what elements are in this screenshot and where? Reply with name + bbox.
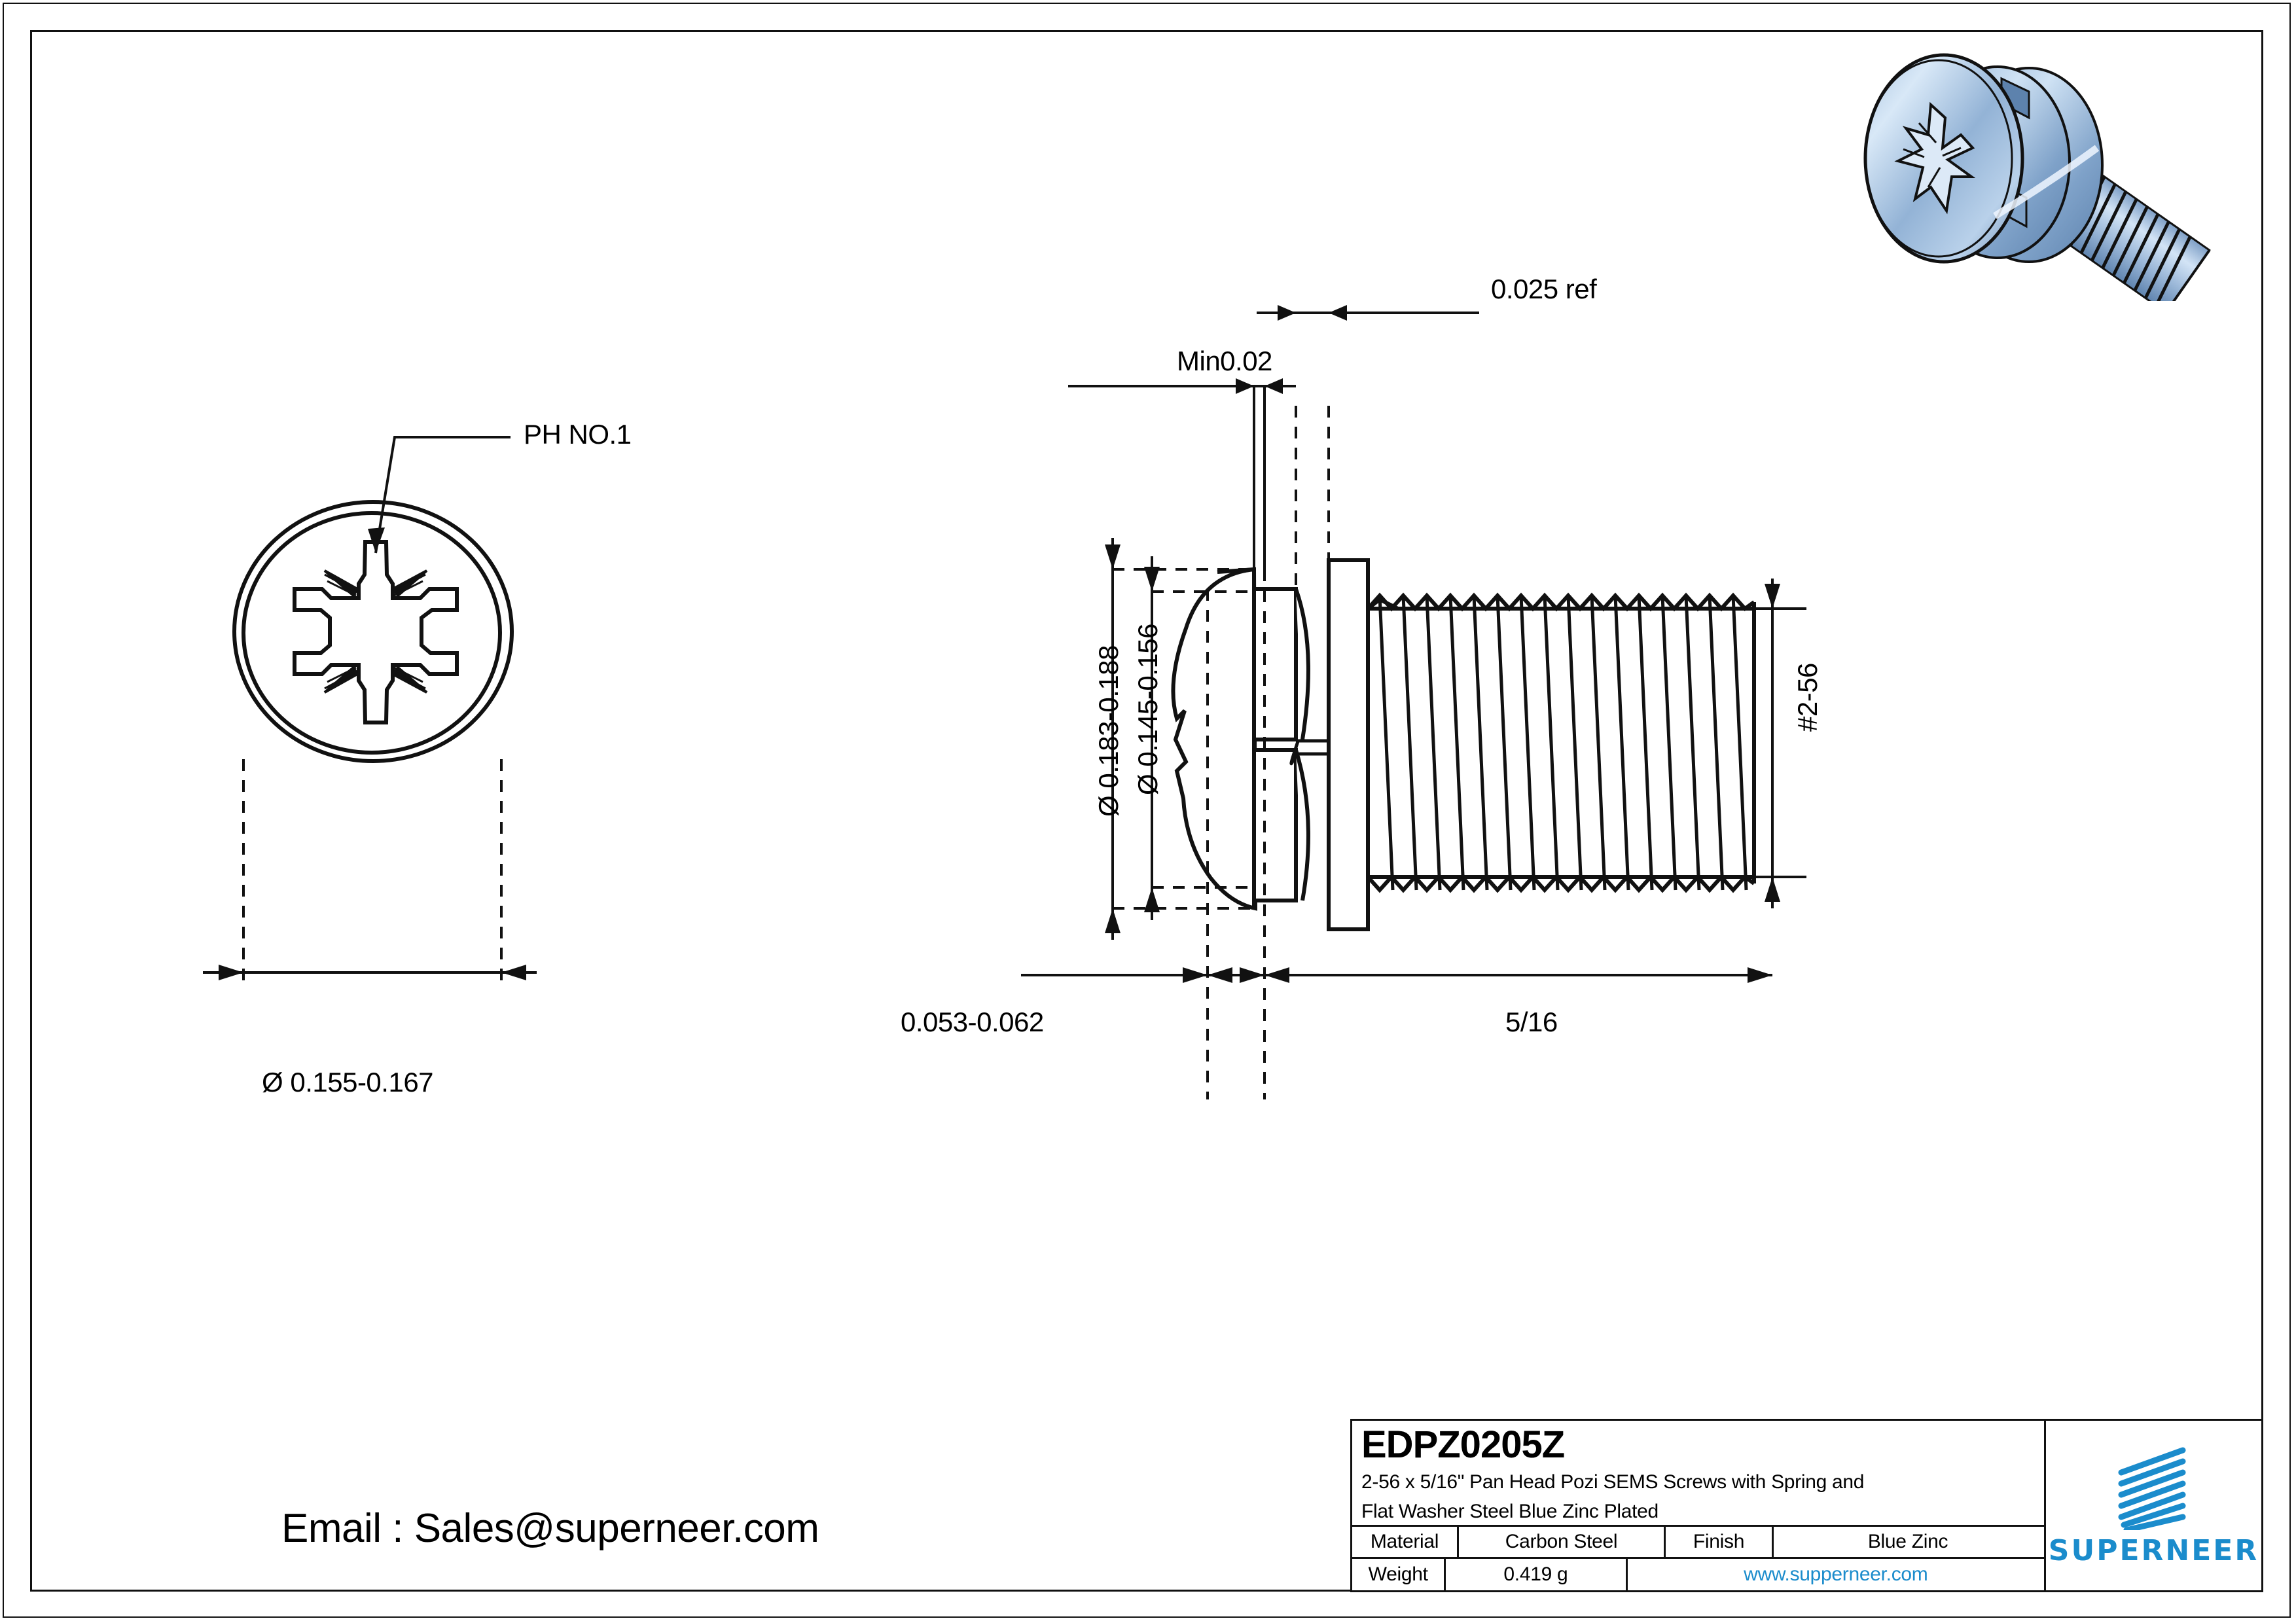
- dim-label-head-od: Ø 0.145-0.156: [1132, 623, 1163, 795]
- material-value: Carbon Steel: [1459, 1527, 1666, 1557]
- dim-label-head-thickness: 0.053-0.062: [901, 1007, 1044, 1037]
- side-section-view: [1021, 281, 1937, 1099]
- ph-callout-arrow: [368, 527, 385, 553]
- head-top-view: [196, 327, 733, 1060]
- dim-label-washer-od: Ø 0.183-0.188: [1093, 645, 1124, 817]
- dim-label-min002: Min0.02: [1177, 346, 1272, 376]
- weight-website-row: Weight 0.419 g www.supperneer.com: [1352, 1558, 2044, 1590]
- email-text: Email : Sales@superneer.com: [281, 1506, 819, 1551]
- part-description-line-1: 2-56 x 5/16" Pan Head Pozi SEMS Screws w…: [1361, 1471, 1865, 1493]
- dim-label-thread-length: 5/16: [1505, 1007, 1558, 1037]
- finish-label: Finish: [1666, 1527, 1774, 1557]
- screw-3d-render: [1833, 20, 2278, 301]
- brand-logo: SUPERNEER: [2046, 1421, 2261, 1590]
- ph-callout-leader: [374, 436, 511, 554]
- material-finish-row: Material Carbon Steel Finish Blue Zinc: [1352, 1527, 2044, 1559]
- part-description-line-2: Flat Washer Steel Blue Zinc Plated: [1361, 1501, 1659, 1523]
- sheet-inner-frame: [30, 30, 2263, 1592]
- title-block-left: EDPZ0205Z 2-56 x 5/16" Pan Head Pozi SEM…: [1352, 1421, 2046, 1590]
- brand-wordmark: SUPERNEER: [2048, 1534, 2259, 1567]
- dim-label-thread-spec: #2-56: [1792, 663, 1823, 732]
- weight-value: 0.419 g: [1446, 1558, 1628, 1590]
- title-block-description-cell: EDPZ0205Z 2-56 x 5/16" Pan Head Pozi SEM…: [1352, 1421, 2044, 1527]
- superneer-logo-icon: [2118, 1447, 2185, 1530]
- ph-callout-label: PH NO.1: [524, 419, 632, 450]
- material-label: Material: [1352, 1527, 1459, 1557]
- top-view-diameter-dim: Ø 0.155-0.167: [262, 1067, 434, 1097]
- sheet-outer-border: [3, 3, 2291, 1618]
- weight-label: Weight: [1352, 1558, 1446, 1590]
- dim-thread-spec: [1676, 579, 1806, 908]
- title-block: EDPZ0205Z 2-56 x 5/16" Pan Head Pozi SEM…: [1350, 1419, 2263, 1592]
- part-number: EDPZ0205Z: [1361, 1423, 1565, 1466]
- finish-value: Blue Zinc: [1867, 1531, 1948, 1553]
- website-link[interactable]: www.supperneer.com: [1744, 1563, 1928, 1585]
- dim-label-0025-ref: 0.025 ref: [1491, 274, 1597, 304]
